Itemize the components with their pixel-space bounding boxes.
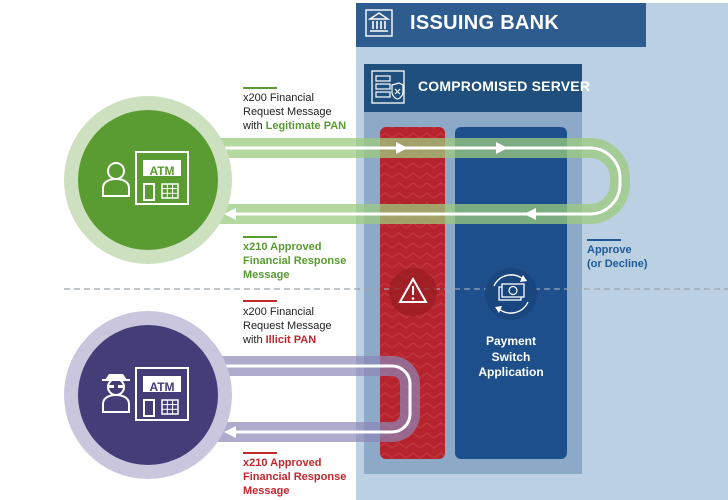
payment-switch-label: Payment Switch Application [466, 334, 556, 381]
bank-icon [365, 9, 393, 37]
illicit-request-line3: with Illicit PAN [243, 334, 332, 348]
legit-request-line2: Request Message [243, 105, 332, 118]
money-cycle-icon [485, 268, 537, 320]
illicit-response-line2: Financial Response [243, 470, 347, 483]
legit-request-line1: x200 Financial [243, 92, 314, 104]
legit-pan-highlight: Legitimate PAN [265, 119, 347, 132]
illicit-response-line1: x210 Approved [243, 457, 322, 469]
legit-arrow-2 [496, 142, 508, 154]
payment-switch-line2: Switch [491, 349, 531, 364]
issuing-bank-header [356, 3, 646, 47]
approve-label: Approve (or Decline) [587, 244, 648, 272]
person-icon [102, 162, 130, 197]
legit-flow-line [215, 146, 622, 216]
issuing-bank-title: ISSUING BANK [410, 12, 560, 34]
legit-arrow-4 [224, 208, 236, 220]
legit-request-prefix: with [243, 119, 263, 132]
approve-line2: (or Decline) [587, 257, 648, 270]
payment-switch-line3: Application [478, 365, 544, 380]
illicit-flow-line [215, 364, 412, 434]
legit-response-line3: Message [243, 268, 290, 281]
approve-line1: Approve [587, 244, 632, 256]
legit-request-label: x200 Financial Request Message with Legi… [243, 92, 346, 133]
atm-icon-illicit [135, 367, 189, 421]
legit-request-line3: with Legitimate PAN [243, 120, 346, 134]
illicit-request-line2: Request Message [243, 319, 332, 332]
atm-label-illicit: ATM [149, 380, 175, 394]
rule-legit-response [243, 236, 277, 238]
hacker-icon [102, 374, 130, 413]
legit-response-label: x210 Approved Financial Response Message [243, 241, 346, 282]
illicit-pan-highlight: Illicit PAN [265, 333, 317, 346]
illicit-response-line3: Message [243, 484, 290, 497]
rule-approve [587, 239, 621, 241]
server-shield-icon [371, 70, 405, 104]
illicit-request-label: x200 Financial Request Message with Illi… [243, 306, 332, 347]
rule-illicit-request [243, 300, 277, 302]
legit-response-line2: Financial Response [243, 254, 347, 267]
rule-legit-request [243, 87, 277, 89]
legit-response-line1: x210 Approved [243, 241, 322, 253]
compromised-server-title: COMPROMISED SERVER [418, 78, 591, 94]
rule-illicit-response [243, 452, 277, 454]
atm-icon [135, 151, 189, 205]
legit-user-atm [64, 96, 232, 264]
illicit-response-label: x210 Approved Financial Response Message [243, 457, 346, 498]
legit-arrow-1 [396, 142, 408, 154]
illicit-arrow-1 [224, 426, 236, 438]
illicit-user-atm [64, 311, 232, 479]
warning-icon [389, 268, 437, 316]
payment-switch-line1: Payment [485, 334, 537, 348]
legit-arrow-3 [524, 208, 536, 220]
atm-label-legit: ATM [149, 164, 175, 178]
illicit-request-line1: x200 Financial [243, 306, 314, 318]
illicit-request-prefix: with [243, 333, 263, 346]
